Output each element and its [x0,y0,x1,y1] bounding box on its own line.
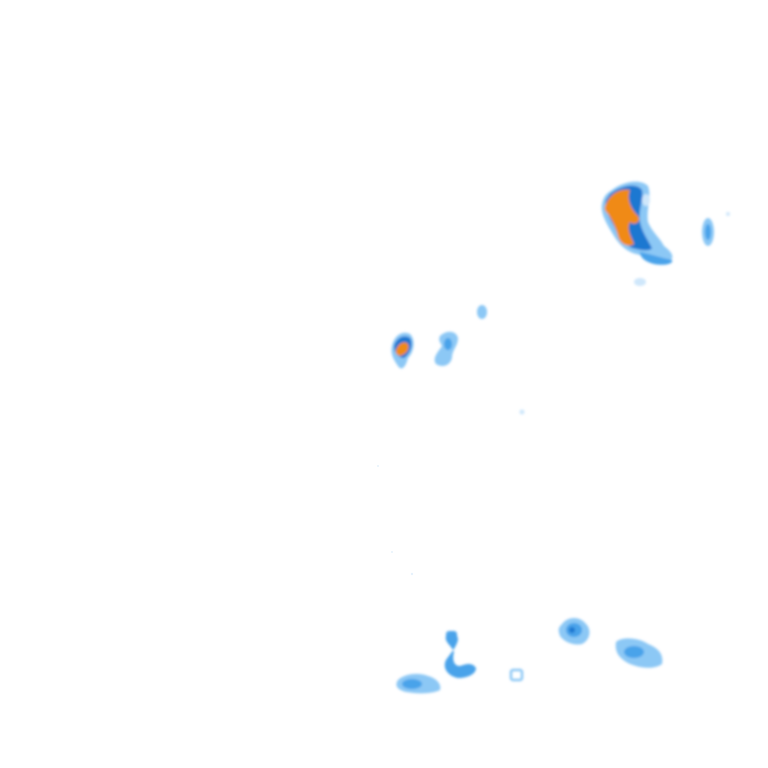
northeast-storm-core [604,189,640,246]
south-cluster-east [615,638,663,668]
small-speck-cell [477,305,487,319]
small-speck [477,305,487,319]
east-small-cell [702,212,730,246]
south-middle-core [569,627,575,633]
south-cluster-middle [558,618,590,645]
central-storm-core [395,342,409,356]
east-small-cell-inner [705,224,711,240]
faint-speck [410,572,414,576]
northeast-storm-fragment [642,194,650,206]
south-east-inner [624,646,644,658]
central-speck [519,409,525,415]
northeast-storm-tail [640,252,673,265]
central-east-inner [444,338,452,350]
faint-speck [377,465,379,467]
northeast-storm-fragment [634,278,646,286]
south-west-ring [444,632,476,678]
east-speck [726,212,730,216]
northeast-storm-cell [601,181,673,286]
south-cluster-west [396,631,524,694]
south-west-core [402,679,422,689]
south-west-box [509,668,524,682]
central-storm-cell [391,332,414,369]
central-east-cell [434,331,525,415]
south-west-box-small [446,631,457,642]
faint-speck [391,551,393,553]
